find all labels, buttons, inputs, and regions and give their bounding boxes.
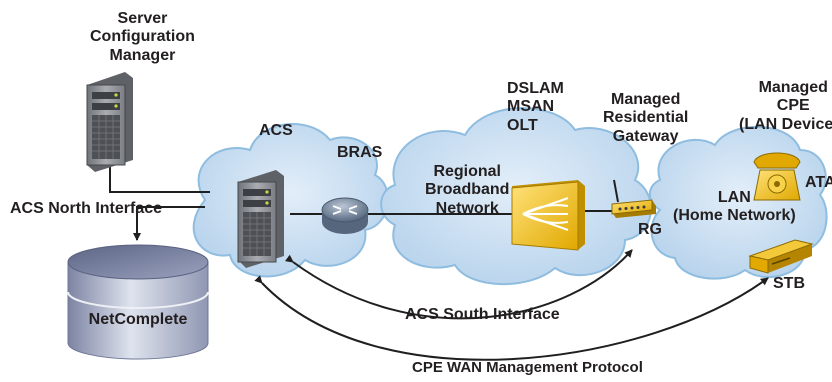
ata-label: ATA bbox=[805, 174, 832, 191]
database-label: NetComplete bbox=[88, 311, 188, 328]
acs-label: ACS bbox=[259, 122, 293, 139]
router-icon bbox=[321, 197, 369, 234]
acs-server-icon bbox=[237, 170, 284, 268]
acs-south-interface-label: ACS South Interface bbox=[405, 306, 560, 323]
cpe-wan-protocol-label: CPE WAN Management Protocol bbox=[412, 359, 643, 376]
stb-label: STB bbox=[773, 275, 805, 292]
phone-ata-icon bbox=[753, 152, 801, 201]
set-top-box-icon bbox=[748, 239, 814, 274]
access-nodes-label: DSLAM MSAN OLT bbox=[507, 80, 564, 134]
managed-cpe-label: Managed CPE (LAN Devices) bbox=[739, 79, 832, 133]
lan-label: LAN (Home Network) bbox=[673, 189, 796, 225]
connections bbox=[109, 165, 769, 361]
rg-label: RG bbox=[638, 221, 662, 238]
acs-north-interface-label: ACS North Interface bbox=[10, 200, 163, 217]
regional-network-label: Regional Broadband Network bbox=[425, 163, 510, 217]
server-config-manager-label: Server Configuration Manager bbox=[90, 10, 195, 64]
residential-gateway-icon bbox=[611, 179, 656, 218]
database-icon bbox=[67, 244, 209, 360]
access-node-icon bbox=[511, 180, 585, 251]
managed-rg-label: Managed Residential Gateway bbox=[603, 91, 689, 145]
bras-label: BRAS bbox=[337, 144, 383, 161]
server-icon bbox=[86, 72, 133, 172]
